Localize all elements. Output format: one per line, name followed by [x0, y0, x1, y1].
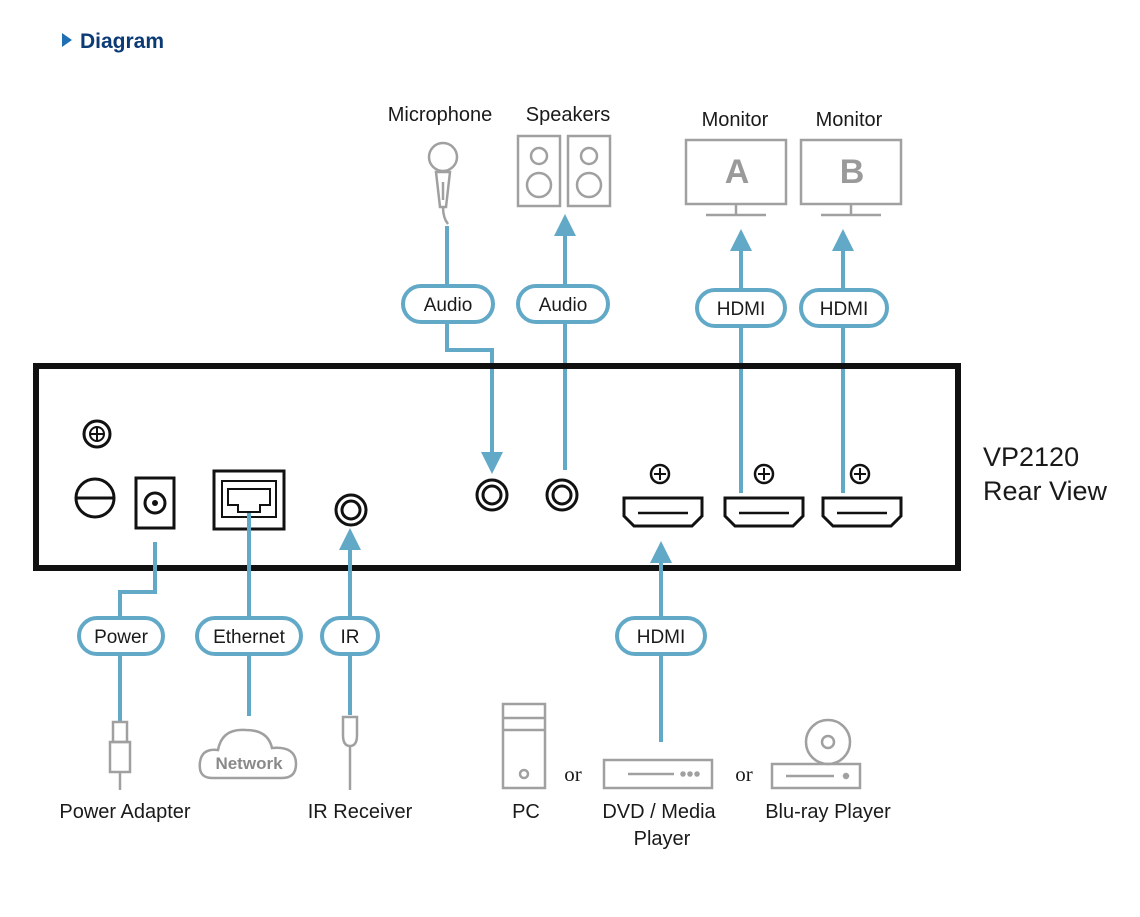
or-text-2: or: [735, 762, 753, 786]
hdmi-port-icon: [821, 463, 903, 528]
ethernet-pill: [195, 616, 303, 656]
power-switch-icon: [74, 477, 116, 519]
hdmi-in-text: HDMI: [637, 627, 686, 648]
ir-cable-arrow: [339, 528, 361, 550]
hdmi-b-text: HDMI: [820, 299, 869, 320]
ethernet-text: Ethernet: [213, 627, 286, 648]
microphone-label: Microphone: [388, 104, 493, 126]
hdmi-b-arrow: [832, 229, 854, 251]
ir-receiver-icon: [341, 715, 359, 790]
audio-jack-icon: [475, 478, 509, 512]
hdmi-in-pill: [615, 616, 707, 656]
speaker-audio-text: Audio: [539, 295, 588, 316]
speaker-cable-arrow: [554, 214, 576, 236]
ir-port-icon: [334, 493, 368, 527]
power-jack-icon: [134, 476, 176, 530]
pc-tower-icon: [501, 702, 547, 790]
monitor-a-letter: A: [725, 153, 750, 191]
hdmi-in-arrow: [650, 541, 672, 563]
monitor-b-label: Monitor: [816, 109, 883, 131]
diagram-heading: Diagram: [80, 30, 164, 53]
hdmi-port-icon: [622, 463, 704, 528]
network-label: Network: [215, 754, 283, 773]
microphone-icon: [427, 141, 459, 225]
or-text-1: or: [564, 762, 582, 786]
speaker-icon: [516, 134, 612, 208]
power-text: Power: [94, 627, 149, 648]
monitor-icon: [799, 138, 903, 217]
hdmi-port-icon: [723, 463, 805, 528]
monitor-b-letter: B: [840, 153, 865, 191]
mic-audio-cable: [445, 226, 494, 456]
mic-audio-text: Audio: [424, 295, 473, 316]
ground-screw-icon: [82, 419, 112, 449]
ir-receiver-label: IR Receiver: [308, 801, 413, 823]
bluray-player-icon: [770, 718, 862, 790]
hdmi-a-pill: [695, 288, 787, 328]
ir-pill: [320, 616, 380, 656]
play-triangle-icon: [62, 33, 72, 47]
hdmi-a-arrow: [730, 229, 752, 251]
mic-cable-arrow: [481, 452, 503, 474]
ir-text: IR: [341, 627, 360, 648]
hdmi-a-text: HDMI: [717, 299, 766, 320]
bluray-label: Blu-ray Player: [765, 801, 891, 823]
speaker-audio-pill: [516, 284, 610, 324]
power-cable: [118, 542, 157, 722]
cloud-icon: [198, 728, 298, 780]
power-pill: [77, 616, 165, 656]
monitor-icon: [684, 138, 788, 217]
vp2120-rear-panel: [33, 363, 961, 571]
device-view: Rear View: [983, 476, 1108, 506]
monitor-a-label: Monitor: [702, 109, 769, 131]
power-adapter-label: Power Adapter: [59, 801, 191, 823]
dvd-label-line1: DVD / Media: [602, 801, 716, 823]
audio-jack-icon: [545, 478, 579, 512]
device-model: VP2120: [983, 442, 1079, 472]
hdmi-b-pill: [799, 288, 889, 328]
media-player-icon: [602, 758, 714, 790]
mic-audio-pill: [401, 284, 495, 324]
pc-label: PC: [512, 801, 540, 823]
plug-icon: [108, 720, 132, 790]
speakers-label: Speakers: [526, 104, 611, 126]
dvd-label-line2: Player: [634, 828, 691, 850]
